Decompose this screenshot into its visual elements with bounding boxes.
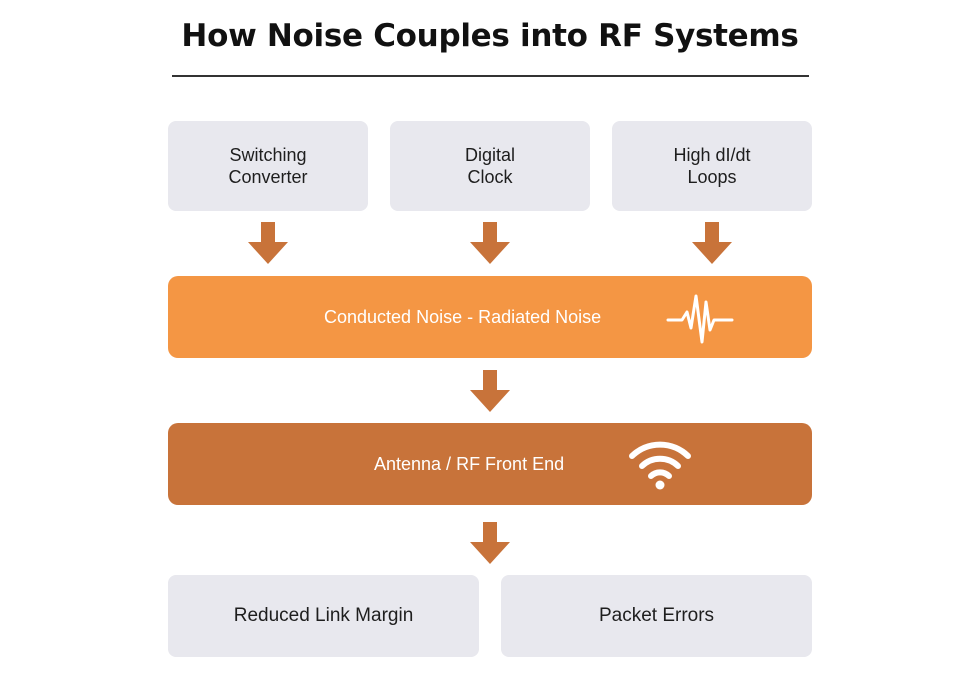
down-arrow-icon <box>470 222 510 264</box>
outcome-label: Reduced Link Margin <box>233 605 414 626</box>
source-box-digital-clock: Digital Clock <box>390 121 590 211</box>
noise-bar-label: Conducted Noise - Radiated Noise <box>324 307 602 327</box>
down-arrow-icon <box>248 222 288 264</box>
down-arrow-icon <box>470 522 510 564</box>
source-box-switching-converter: Switching Converter <box>168 121 368 211</box>
wifi-icon <box>629 441 691 490</box>
diagram-title: How Noise Couples into RF Systems <box>181 18 799 54</box>
outcome-label: Packet Errors <box>598 605 715 626</box>
title-divider <box>172 75 809 77</box>
down-arrow-icon <box>692 222 732 264</box>
noise-bar: Conducted Noise - Radiated Noise <box>168 276 812 358</box>
outcome-box-packet-errors: Packet Errors <box>501 575 812 657</box>
rf-bar-label: Antenna / RF Front End <box>374 454 565 474</box>
waveform-icon <box>666 294 734 344</box>
down-arrow-icon <box>470 370 510 412</box>
outcome-box-reduced-link-margin: Reduced Link Margin <box>168 575 479 657</box>
source-label: High dI/dt Loops <box>673 145 751 187</box>
source-box-high-didt-loops: High dI/dt Loops <box>612 121 812 211</box>
rf-front-end-bar: Antenna / RF Front End <box>168 423 812 505</box>
source-label: Digital Clock <box>464 145 516 187</box>
source-label: Switching Converter <box>228 145 308 187</box>
